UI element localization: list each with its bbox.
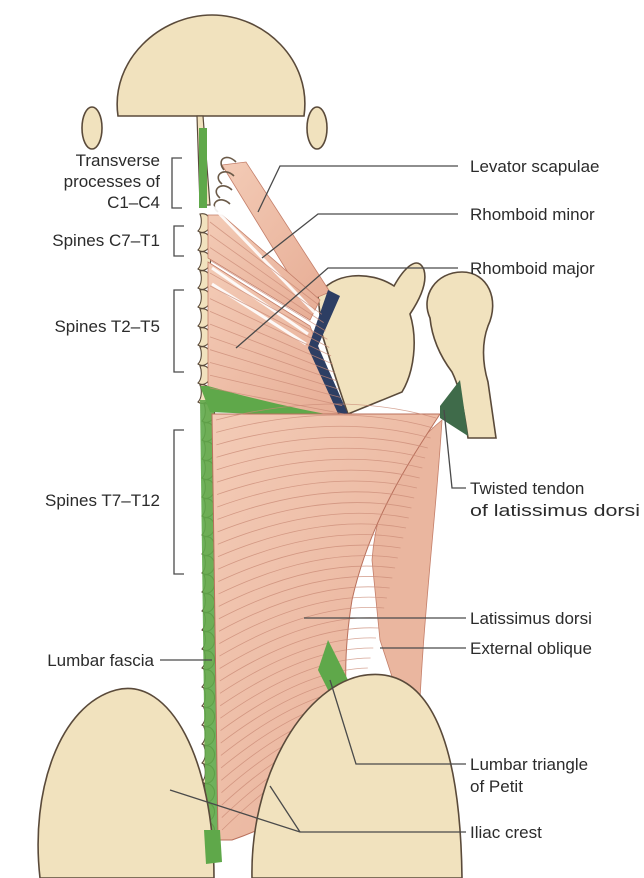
label-transverse-line2: processes of (64, 172, 161, 191)
label-spines-c7-t1: Spines C7–T1 (52, 231, 160, 250)
label-spines-t2-t5: Spines T2–T5 (54, 317, 160, 336)
label-external-oblique: External oblique (470, 639, 592, 658)
label-twisted-tendon-line1: Twisted tendon (470, 479, 584, 498)
cervical-fascia-strip (199, 128, 207, 208)
right-mastoid-process (307, 107, 327, 149)
bracket-spines-c7-t1 (174, 226, 184, 256)
label-transverse-line3: C1–C4 (107, 193, 160, 212)
label-rhomboid-minor: Rhomboid minor (470, 205, 595, 224)
label-twisted-tendon-line2: of latissimus dorsi (470, 501, 640, 520)
label-levator-scapulae: Levator scapulae (470, 157, 599, 176)
sacral-strip (204, 830, 222, 864)
left-iliac-bone (38, 688, 214, 878)
label-lumbar-fascia: Lumbar fascia (47, 651, 154, 670)
left-mastoid-process (82, 107, 102, 149)
label-lumbar-triangle-line2: of Petit (470, 777, 523, 796)
bracket-spines-t2-t5 (174, 290, 184, 372)
occipital-bone (117, 15, 305, 116)
label-transverse-line1: Transverse (76, 151, 160, 170)
leader-levator-scapulae (258, 166, 458, 212)
left-brackets (172, 158, 184, 574)
label-iliac-crest: Iliac crest (470, 823, 542, 842)
bracket-transverse-processes (172, 158, 182, 208)
label-spines-t7-t12: Spines T7–T12 (45, 491, 160, 510)
label-rhomboid-major: Rhomboid major (470, 259, 595, 278)
bracket-spines-t7-t12 (174, 430, 184, 574)
label-latissimus-dorsi: Latissimus dorsi (470, 609, 592, 628)
label-lumbar-triangle-line1: Lumbar triangle (470, 755, 588, 774)
